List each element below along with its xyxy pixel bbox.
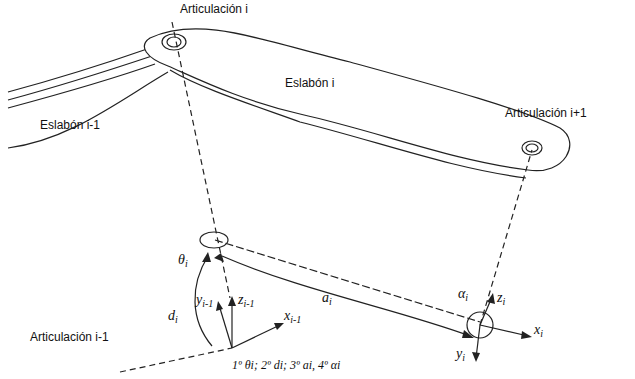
symbol-main: x bbox=[284, 308, 290, 323]
symbol-label: zi-1 bbox=[238, 292, 255, 310]
part-label: Articulación i-1 bbox=[30, 330, 109, 344]
symbol-label: ai bbox=[322, 290, 332, 308]
symbol-subscript: i bbox=[185, 258, 188, 269]
symbol-main: z bbox=[497, 290, 502, 305]
part-label: Articulación i+1 bbox=[505, 106, 587, 120]
symbol-label: yi-1 bbox=[196, 292, 213, 310]
symbol-main: y bbox=[196, 292, 202, 307]
symbol-main: a bbox=[322, 290, 329, 305]
symbol-main: α bbox=[458, 286, 465, 301]
symbol-subscript: i bbox=[329, 296, 332, 307]
symbol-subscript: i bbox=[502, 296, 505, 307]
symbol-subscript: i bbox=[465, 292, 468, 303]
symbol-main: y bbox=[456, 346, 462, 361]
symbol-subscript: i bbox=[540, 328, 543, 339]
order-note: 1º θi; 2º di; 3º ai, 4º αi bbox=[232, 358, 340, 372]
symbol-label: yi bbox=[456, 346, 465, 364]
symbol-subscript: i bbox=[175, 314, 178, 325]
symbol-label: αi bbox=[458, 286, 468, 304]
symbol-subscript: i-1 bbox=[202, 298, 213, 309]
symbol-subscript: i bbox=[462, 352, 465, 363]
symbol-label: θi bbox=[178, 252, 188, 270]
part-label: Articulación i bbox=[180, 2, 248, 16]
symbol-main: d bbox=[168, 308, 175, 323]
part-label: Eslabón i-1 bbox=[40, 118, 100, 132]
symbol-label: zi bbox=[497, 290, 505, 308]
symbol-subscript: i-1 bbox=[243, 298, 254, 309]
symbol-main: z bbox=[238, 292, 243, 307]
symbol-main: x bbox=[534, 322, 540, 337]
symbol-label: xi bbox=[534, 322, 543, 340]
symbol-label: xi-1 bbox=[284, 308, 301, 326]
symbol-main: θ bbox=[178, 252, 185, 267]
symbol-label: di bbox=[168, 308, 178, 326]
symbol-subscript: i-1 bbox=[290, 314, 301, 325]
part-label: Eslabón i bbox=[285, 76, 334, 90]
